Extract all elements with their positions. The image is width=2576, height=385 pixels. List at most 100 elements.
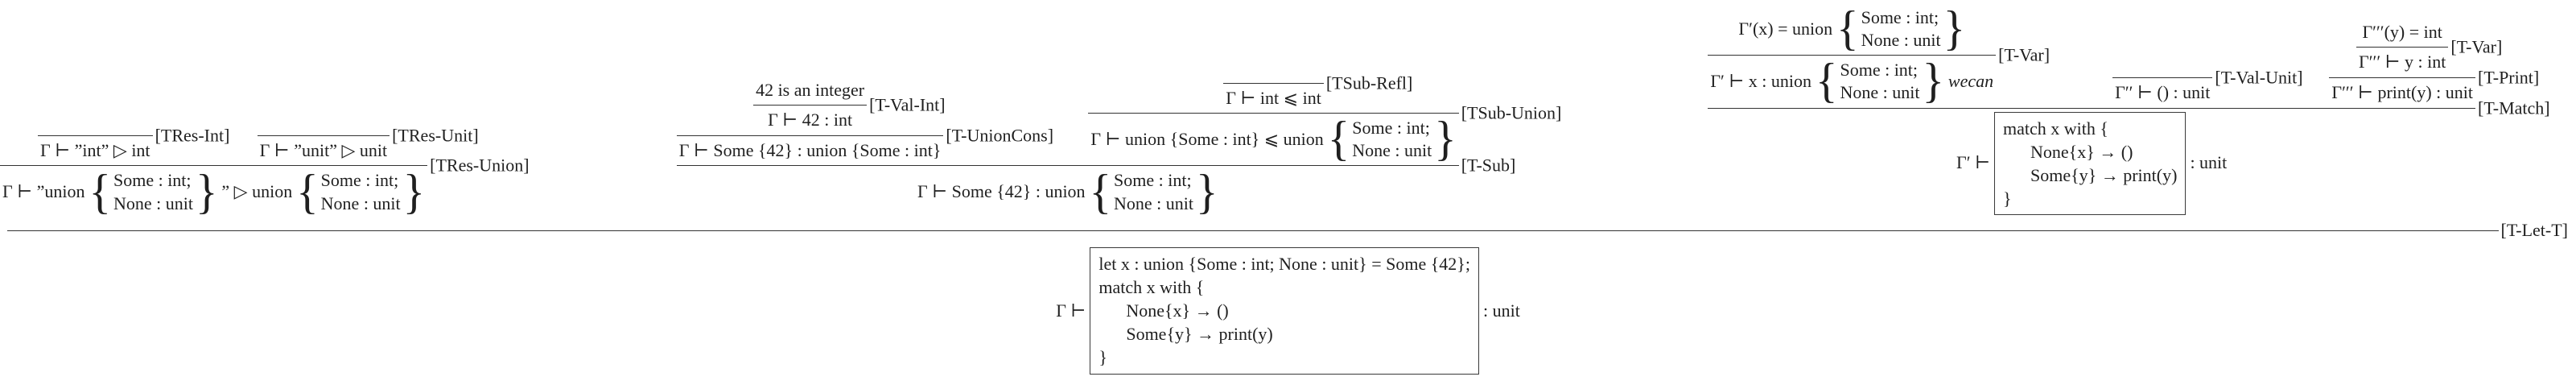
judgment-text: Γ ⊢ Some {42} : union {Some : int} [678,139,942,160]
premise-t-var-x: Γ′(x) = union { Some : int; None : unit … [1736,6,1968,52]
t-match-inference-bar: [T-Match] [1708,97,2550,118]
judgment-tsub-refl: Γ ⊢ int ⩽ int [1223,87,1324,110]
t-val-int-inference-bar: [T-Val-Int] [753,95,946,115]
code-line: } [2003,188,2012,209]
judgment-tsub-union: Γ ⊢ union {Some : int} ⩽ union { Some : … [1088,112,1458,166]
union-type-group: { Some : int; None : unit } [1816,54,1944,109]
tsub-union-inference-bar: [TSub-Union] [1088,103,1561,123]
t-sub-inference-bar: [T-Sub] [676,155,1515,176]
judgment-tres-union: Γ ⊢ ”union { Some : int; None : unit } ”… [0,164,427,219]
judgment-t-unioncons: Γ ⊢ Some {42} : union {Some : int} [677,139,944,163]
rule-t-print: Γ′′′(y) = int [T-Var] Γ′′′ ⊢ y : int [T-… [2329,21,2539,105]
rule-tres-unit: [TRes-Unit] Γ ⊢ ”unit” ▷ unit [257,126,479,163]
judgment-text: Γ ⊢ Some {42} : union [917,181,1086,202]
code-line: Some{y} → print(y) [1126,324,1273,345]
union-field-none: None : unit [1114,192,1194,213]
union-type-group: { Some : int; None : unit } [89,164,218,219]
code-line: Some{y} → print(y) [2030,164,2178,185]
union-type-group: { Some : int; None : unit } [296,164,426,219]
code-line: let x : union {Some : int; None : unit} … [1098,254,1470,275]
turnstile-context: Γ′ ⊢ [1956,152,1990,173]
judgment-t-val-int: Γ ⊢ 42 : int [765,109,855,132]
union-field-none: None : unit [320,192,401,213]
rule-label-t-var-x: [T-Var] [1998,45,2050,66]
union-field-some: Some : int; [1840,60,1919,81]
judgment-text: 42 is an integer [756,79,865,100]
union-field-some: Some : int; [320,170,399,191]
union-field-some: Some : int; [1861,7,1939,27]
union-type-group: { Some : int; None : unit } [1327,112,1457,166]
rule-t-var-x: Γ′(x) = union { Some : int; None : unit … [1708,6,2050,109]
tres-union-premises: [TRes-Int] Γ ⊢ ”int” ▷ int [TRes-Unit] Γ… [38,126,479,163]
rule-label-t-print: [T-Print] [2478,67,2540,88]
union-field-some: Some : int; [1114,170,1192,191]
judgment-tres-int: Γ ⊢ ”int” ▷ int [38,139,153,163]
code-line: None{x} → () [1126,300,1229,321]
judgment-t-var-x: Γ′ ⊢ x : union { Some : int; None : unit… [1708,54,1996,109]
tres-int-inference-bar: [TRes-Int] [38,126,229,146]
rule-label-t-unioncons: [T-UnionCons] [946,125,1054,146]
judgment-text: Γ ⊢ ”union [2,181,85,202]
code-line: } [1098,347,1107,368]
premise-t-val-int: 42 is an integer [753,79,867,102]
judgment-t-val-unit: Γ′′ ⊢ () : unit [2112,81,2212,105]
union-type-fields: Some : int; None : unit [111,169,196,214]
judgment-text: Γ′′′(y) = int [2362,21,2442,42]
union-type-group: { Some : int; None : unit } [1089,164,1218,219]
judgment-text: Γ′ ⊢ x : union [1710,71,1812,92]
t-val-unit-inference-bar: [T-Val-Unit] [2112,68,2303,88]
rule-label-t-let-t: [T-Let-T] [2500,219,2568,240]
rule-tres-int: [TRes-Int] Γ ⊢ ”int” ▷ int [38,126,229,163]
union-type-fields: Some : int; None : unit [1350,117,1434,162]
rule-tres-union: [TRes-Int] Γ ⊢ ”int” ▷ int [TRes-Unit] Γ… [0,126,530,219]
rule-t-sub: 42 is an integer [T-Val-Int] Γ ⊢ 42 : in… [676,72,1561,219]
judgment-text: Γ ⊢ 42 : int [768,110,853,130]
tsub-refl-inference-bar: [TSub-Refl] [1223,72,1412,93]
rule-label-t-sub: [T-Sub] [1461,155,1516,176]
judgment-text: Γ′(x) = union [1738,18,1833,39]
judgment-text: Γ ⊢ int ⩽ int [1226,87,1321,108]
union-type-fields: Some : int; None : unit [319,169,403,214]
t-var-x-inference-bar: [T-Var] [1708,45,2050,65]
rule-label-tres-int: [TRes-Int] [155,125,230,146]
rule-label-t-val-int: [T-Val-Int] [869,94,946,115]
match-expression-box: match x with { None{x} → () Some{y} → pr… [1994,111,2187,215]
union-field-some: Some : int; [1352,118,1430,139]
union-field-none: None : unit [1861,30,1941,51]
union-type-fields: Some : int; None : unit [1859,6,1943,52]
judgment-text: Γ′′′ ⊢ y : int [2358,52,2446,72]
t-let-t-conclusion: Γ ⊢ let x : union {Some : int; None : un… [0,247,2576,375]
judgment-text: Γ′′ ⊢ () : unit [2115,82,2211,103]
rule-tsub-refl: [TSub-Refl] Γ ⊢ int ⩽ int [1223,72,1412,110]
code-line: match x with { [2003,118,2108,139]
rule-t-val-unit: [T-Val-Unit] Γ′′ ⊢ () : unit [2112,68,2303,105]
tres-unit-inference-bar: [TRes-Unit] [257,126,479,146]
rule-t-match: Γ′(x) = union { Some : int; None : unit … [1708,6,2550,215]
t-let-t-inference-bar: [T-Let-T] [0,219,2576,242]
rule-tsub-union: [TSub-Refl] Γ ⊢ int ⩽ int [TSub-Union] Γ… [1088,72,1561,166]
code-line: match x with { [1098,277,1205,298]
judgment-t-let-t: Γ ⊢ let x : union {Some : int; None : un… [1053,247,1523,375]
result-type: : unit [1482,300,1520,321]
t-print-inference-bar: [T-Print] [2329,68,2539,88]
judgment-text: ” ▷ union [221,181,293,202]
union-type-fields: Some : int; None : unit [1111,169,1196,214]
t-match-premises: Γ′(x) = union { Some : int; None : unit … [1708,6,2539,109]
judgment-t-match: Γ′ ⊢ match x with { None{x} → () Some{y}… [1954,111,2229,215]
rule-t-var-y: Γ′′′(y) = int [T-Var] Γ′′′ ⊢ y : int [2355,21,2502,74]
judgment-text: Γ ⊢ ”unit” ▷ unit [259,139,388,160]
rule-label-t-val-unit: [T-Val-Unit] [2215,67,2303,88]
rule-t-unioncons: 42 is an integer [T-Val-Int] Γ ⊢ 42 : in… [676,79,1053,163]
union-type-group: { Some : int; None : unit } [1836,2,1966,56]
rule-label-t-match: [T-Match] [2478,97,2550,118]
judgment-text: Γ′′′ ⊢ print(y) : unit [2331,82,2473,103]
tres-union-inference-bar: [TRes-Union] [0,155,530,176]
rule-label-tsub-union: [TSub-Union] [1461,102,1562,123]
judgment-t-sub: Γ ⊢ Some {42} : union { Some : int; None… [915,164,1221,219]
judgment-tres-unit: Γ ⊢ ”unit” ▷ unit [258,139,390,163]
let-match-expression-box: let x : union {Some : int; None : unit} … [1090,247,1479,375]
union-field-some: Some : int; [113,170,192,191]
union-field-none: None : unit [113,192,193,213]
result-type: : unit [2190,152,2228,173]
